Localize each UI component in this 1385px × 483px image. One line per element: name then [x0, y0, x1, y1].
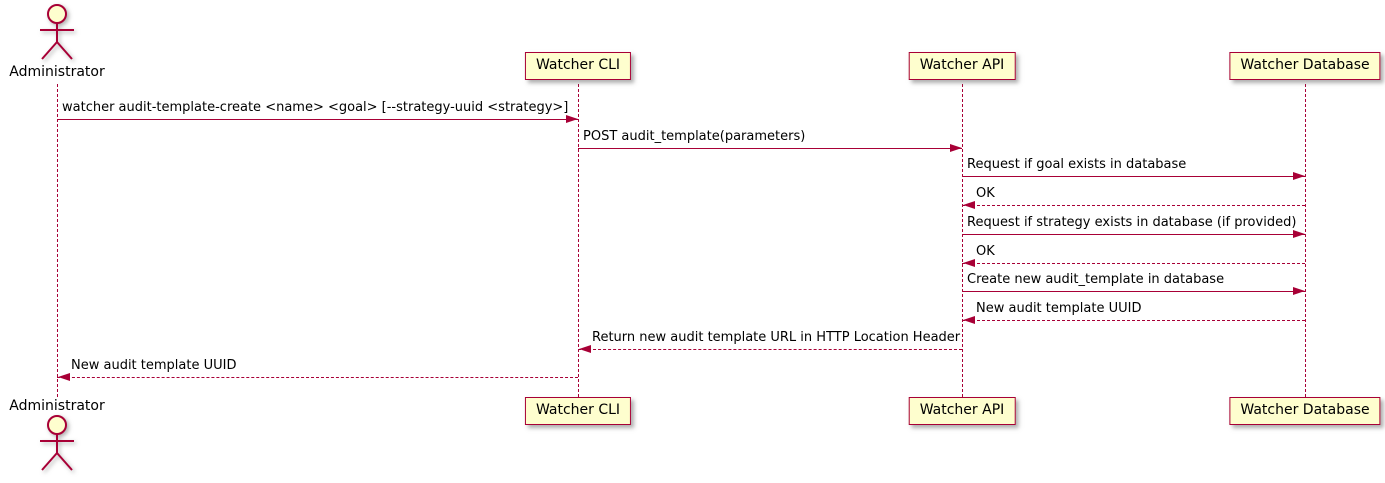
- message-1-arrowhead: [566, 115, 578, 123]
- message-4-label: OK: [976, 186, 995, 202]
- message-9-arrowhead: [579, 344, 591, 353]
- lifeline-watcher-api: [962, 84, 963, 397]
- message-4-line: [962, 205, 1305, 207]
- message-9-line: [578, 348, 962, 350]
- message-10-line: [57, 377, 578, 379]
- message-5-arrowhead: [1293, 229, 1305, 238]
- message-2-line: [578, 147, 962, 149]
- message-2-arrowhead: [950, 143, 962, 152]
- actor-label-top-administrator: Administrator: [9, 64, 105, 80]
- message-3-arrowhead: [1293, 172, 1305, 181]
- participant-top-box-watcher-database: Watcher Database: [1229, 52, 1381, 80]
- message-3-label: Request if goal exists in database: [967, 157, 1187, 173]
- message-10-arrowhead: [58, 373, 70, 382]
- message-4-arrowhead: [963, 201, 975, 210]
- message-1-line: [57, 119, 578, 120]
- actor-stick-figure-icon: [40, 415, 74, 471]
- message-6-line: [962, 262, 1305, 264]
- actor-figure-bottom-administrator: [35, 414, 79, 478]
- message-7-line: [962, 291, 1305, 293]
- message-8-arrowhead: [963, 315, 975, 324]
- message-5-line: [962, 233, 1305, 235]
- message-6-arrowhead: [963, 258, 975, 267]
- participant-top-box-watcher-cli: Watcher CLI: [524, 52, 632, 80]
- message-8-label: New audit template UUID: [976, 300, 1142, 316]
- actor-label-bottom-administrator: Administrator: [9, 398, 105, 414]
- participant-bottom-box-watcher-cli: Watcher CLI: [524, 397, 632, 425]
- lifeline-watcher-database: [1305, 84, 1306, 397]
- lifeline-watcher-cli: [578, 84, 579, 397]
- message-6-label: OK: [976, 243, 995, 259]
- message-7-arrowhead: [1293, 287, 1305, 296]
- message-9-label: Return new audit template URL in HTTP Lo…: [592, 329, 961, 345]
- message-8-line: [962, 319, 1305, 321]
- message-10-label: New audit template UUID: [71, 358, 237, 374]
- message-2-label: POST audit_template(parameters): [583, 128, 806, 144]
- lifeline-administrator: [57, 84, 58, 397]
- actor-stick-figure-icon: [40, 4, 74, 60]
- participant-bottom-box-watcher-api: Watcher API: [908, 397, 1016, 425]
- message-7-label: Create new audit_template in database: [967, 272, 1225, 288]
- actor-figure-top-administrator: [35, 3, 79, 67]
- participant-top-box-watcher-api: Watcher API: [908, 52, 1016, 80]
- message-1-label: watcher audit-template-create <name> <go…: [62, 100, 569, 115]
- participant-bottom-box-watcher-database: Watcher Database: [1229, 397, 1381, 425]
- message-5-label: Request if strategy exists in database (…: [967, 214, 1297, 230]
- message-3-line: [962, 176, 1305, 178]
